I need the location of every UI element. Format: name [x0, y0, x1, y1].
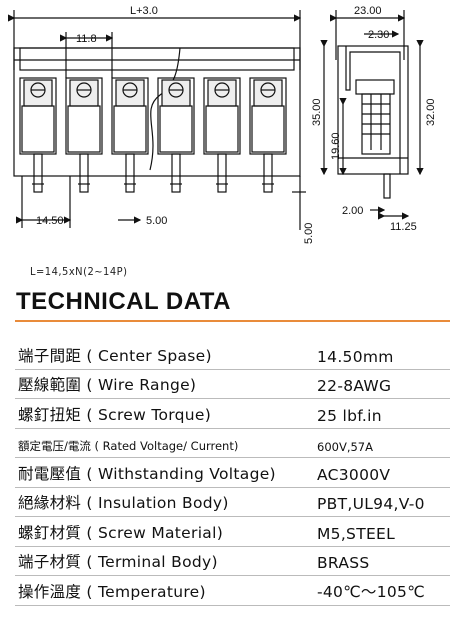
spec-row: 額定電压/電流 ( Rated Voltage/ Current) 600V,57… — [15, 429, 450, 458]
spec-label: 操作溫度 ( Temperature) — [18, 582, 206, 601]
terminal-positions — [19, 77, 287, 193]
dim-height-total: 35.00 — [311, 98, 323, 126]
spec-row: 端子間距 ( Center Spase) 14.50mm — [15, 340, 450, 370]
spec-value: BRASS — [317, 554, 370, 572]
spec-row: 螺釘材質 ( Screw Material) M5,STEEL — [15, 517, 450, 547]
dim-pin-width: 5.00 — [146, 215, 167, 227]
length-formula: L=14,5xN(2~14P) — [30, 265, 128, 278]
spec-label: 端子材質 ( Terminal Body) — [18, 553, 218, 571]
dim-base-depth: 11.25 — [390, 221, 417, 233]
dim-wall: 2.30 — [368, 29, 389, 41]
spec-label: 壓線範圍 ( Wire Range) — [18, 376, 197, 394]
spec-label: 絕緣材料 ( Insulation Body) — [18, 494, 229, 512]
spec-row: 壓線範圍 ( Wire Range) 22-8AWG — [15, 370, 450, 399]
dim-height-body: 19.60 — [330, 132, 342, 160]
spec-value: M5,STEEL — [317, 524, 396, 543]
dim-offset-left: 14.50 — [36, 215, 64, 227]
spec-row: 螺釘扭矩 ( Screw Torque) 25 lbf.in — [15, 399, 450, 429]
spec-value: -40℃～105℃ — [317, 582, 425, 601]
heading-divider — [15, 320, 450, 322]
spec-value: 22-8AWG — [317, 377, 392, 395]
spec-row: 端子材質 ( Terminal Body) BRASS — [15, 547, 450, 576]
spec-label: 螺釘材質 ( Screw Material) — [18, 523, 224, 542]
spec-row: 操作溫度 ( Temperature) -40℃～105℃ — [15, 576, 450, 606]
dim-pin-length: 5.00 — [303, 223, 315, 244]
section-heading: TECHNICAL DATA — [16, 288, 231, 315]
dim-pin-offset: 2.00 — [342, 205, 363, 217]
spec-value: 600V,57A — [317, 440, 373, 454]
spec-row: 耐電壓值 ( Withstanding Voltage) AC3000V — [15, 458, 450, 488]
technical-drawing: L+3.0 11.8 14.50 5.00 5.00 23.00 2.30 35… — [8, 5, 437, 244]
dim-depth: 23.00 — [354, 5, 382, 17]
spec-label: 額定電压/電流 ( Rated Voltage/ Current) — [18, 439, 239, 453]
spec-value: 14.50mm — [317, 347, 394, 366]
dim-height-right: 32.00 — [425, 98, 437, 126]
spec-value: PBT,UL94,V-0 — [317, 495, 425, 513]
dim-length: L+3.0 — [130, 5, 158, 17]
dim-pitch: 11.8 — [76, 33, 97, 45]
spec-label: 螺釘扭矩 ( Screw Torque) — [18, 405, 212, 424]
spec-label: 端子間距 ( Center Spase) — [18, 346, 212, 365]
spec-row: 絕緣材料 ( Insulation Body) PBT,UL94,V-0 — [15, 488, 450, 517]
spec-value: AC3000V — [317, 465, 391, 484]
spec-label: 耐電壓值 ( Withstanding Voltage) — [18, 464, 276, 483]
spec-value: 25 lbf.in — [317, 406, 382, 425]
spec-table: 端子間距 ( Center Spase) 14.50mm 壓線範圍 ( Wire … — [15, 340, 450, 606]
